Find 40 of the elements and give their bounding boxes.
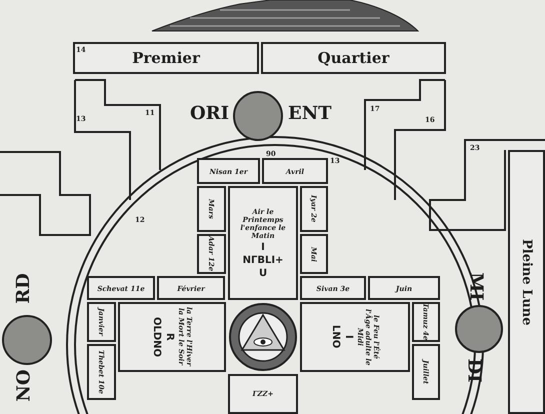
heading-text: Quartier — [318, 49, 390, 67]
heading-text: ENT — [288, 103, 332, 124]
letter-text: I — [261, 242, 265, 252]
cross-arm-panel — [118, 302, 226, 372]
medallion-circle — [233, 91, 283, 141]
letter-text: LNO — [330, 325, 341, 349]
calendar-cell — [508, 150, 545, 414]
medallion-circle — [455, 305, 503, 353]
month-label: Pleine Lune — [519, 238, 534, 326]
calendar-cell — [300, 186, 328, 232]
heading-text: ORI — [190, 103, 230, 124]
heading-text: Premier — [132, 49, 200, 67]
calendar-cell — [368, 276, 440, 300]
calendar-cell — [157, 276, 225, 300]
calendar-cell — [197, 158, 260, 184]
calendar-cell — [87, 276, 155, 300]
heading-text: RD — [12, 273, 34, 304]
calendar-cell — [197, 186, 226, 232]
letter-text: R — [164, 333, 175, 341]
heading-text: NO — [14, 369, 35, 402]
cross-arm-panel — [228, 186, 298, 300]
engraving-picture — [228, 302, 298, 372]
calendar-cell — [300, 276, 366, 300]
calendar-cell — [262, 158, 328, 184]
letter-text: NΓΒLI+ — [242, 254, 284, 266]
calendar-cell — [87, 344, 116, 400]
engraving-picture — [150, 0, 420, 32]
letter-text: I — [343, 335, 354, 339]
cross-arm-panel — [228, 374, 298, 414]
calendar-cell — [197, 234, 226, 274]
calendar-cell — [87, 302, 116, 342]
letter-text: OLDNO — [151, 316, 162, 358]
calendar-cell — [412, 344, 440, 400]
calendar-cell — [300, 234, 328, 274]
letter-text: U — [258, 268, 268, 278]
medallion-circle — [2, 315, 52, 365]
title-box — [73, 42, 259, 74]
title-box — [261, 42, 446, 74]
cross-arm-panel — [300, 302, 410, 372]
calendar-cell — [412, 302, 440, 342]
